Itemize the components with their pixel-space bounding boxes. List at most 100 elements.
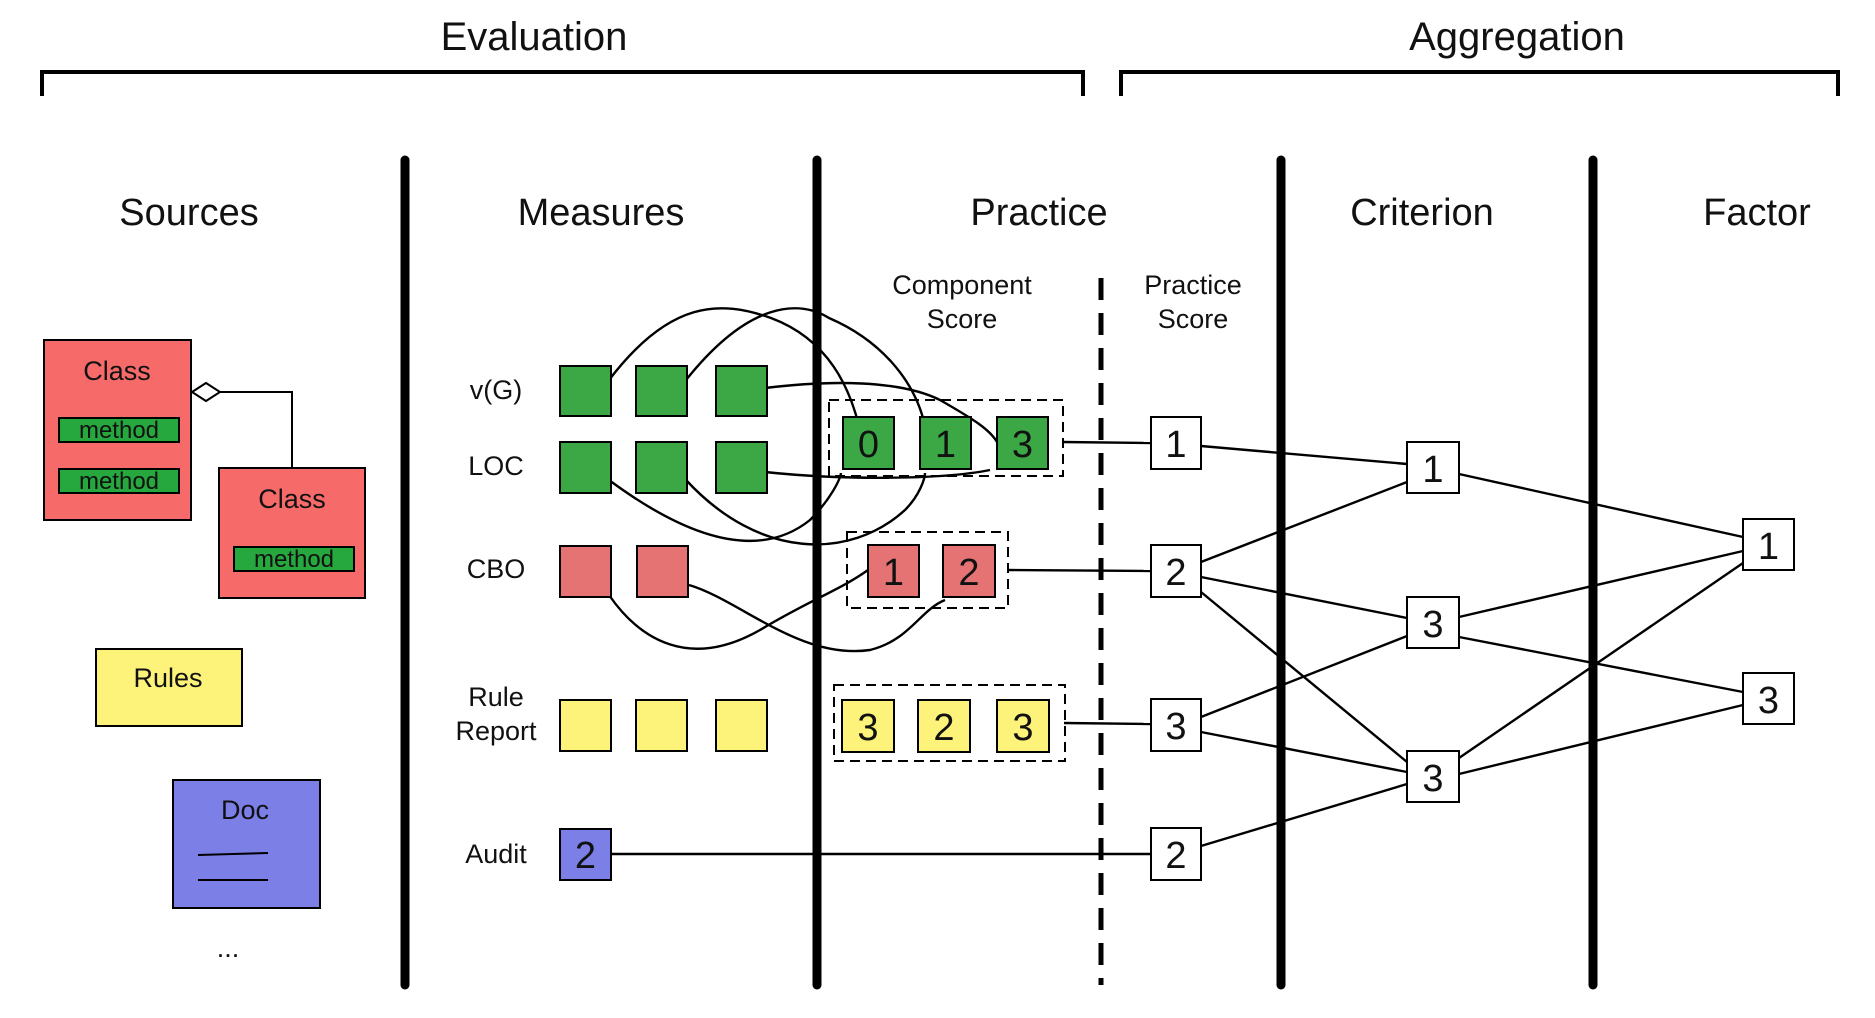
source-rules-label: Rules — [133, 663, 202, 693]
wire-cbo-to-component — [608, 569, 869, 650]
source-class-2: Class method — [218, 467, 366, 599]
measure-label-audit: Audit — [465, 839, 527, 869]
wire-vg-to-component — [685, 307, 927, 427]
wire-loc-to-component — [685, 472, 927, 546]
source-class-1-method-1: method — [79, 417, 159, 444]
component-score-value: 3 — [1012, 707, 1033, 749]
aggregation-bracket — [1119, 70, 1840, 96]
measure-box-loc — [559, 441, 612, 494]
component-group-green — [828, 399, 1064, 477]
wire-vg-to-component — [608, 307, 861, 427]
wire-practice-to-criterion — [1200, 575, 1408, 620]
aggregation-header: Aggregation — [1409, 15, 1625, 59]
criterion-score-value: 3 — [1422, 604, 1443, 646]
practice-score-value: 3 — [1165, 706, 1186, 748]
measure-box-vg — [715, 365, 768, 417]
wire-loc-to-component — [764, 468, 991, 479]
component-score-value: 2 — [958, 552, 979, 594]
practice-score-value: 1 — [1165, 424, 1186, 466]
component-score-value: 3 — [857, 707, 878, 749]
criterion-score-box — [1406, 441, 1460, 494]
measure-label-rule-report-line1: Rule — [468, 682, 524, 712]
component-score-box-yellow — [841, 699, 895, 753]
source-doc: Doc — [172, 779, 321, 909]
component-score-value: 3 — [1012, 424, 1033, 466]
measure-box-cbo — [559, 545, 612, 598]
measure-box-rule-report — [715, 699, 768, 752]
measure-boxes — [559, 365, 768, 881]
factor-score-value: 1 — [1758, 526, 1779, 568]
component-score-header-line1: Component — [892, 270, 1032, 300]
practice-score-boxes — [1150, 416, 1202, 881]
wire-criterion-to-factor — [1458, 549, 1744, 619]
source-class-1-title: Class — [83, 356, 151, 386]
factor-score-box — [1742, 672, 1795, 725]
wire-practice-to-criterion — [1200, 444, 1408, 466]
source-class-2-method-1: method — [254, 546, 334, 573]
wire-criterion-to-factor — [1458, 635, 1744, 694]
wire-yellow-group-to-practice — [1063, 721, 1152, 726]
component-group-yellow — [833, 684, 1066, 762]
measure-label-vg: v(G) — [470, 375, 522, 405]
column-title-practice: Practice — [970, 192, 1107, 234]
evaluation-bracket — [40, 70, 1085, 96]
measure-box-loc — [635, 441, 688, 494]
column-title-factor: Factor — [1703, 192, 1811, 234]
factor-score-value: 3 — [1758, 680, 1779, 722]
practice-score-value: 2 — [1165, 552, 1186, 594]
component-score-value: 0 — [858, 424, 879, 466]
component-score-box-green — [842, 416, 895, 470]
aggregation-diamond-icon — [190, 381, 222, 403]
component-score-value: 1 — [883, 552, 904, 594]
source-doc-label: Doc — [221, 795, 269, 825]
component-score-box-yellow — [996, 699, 1050, 753]
measure-box-rule-report — [559, 699, 612, 752]
wire-practice-to-criterion — [1200, 782, 1408, 848]
source-more-ellipsis: ... — [217, 933, 240, 963]
component-score-header-line2: Score — [927, 304, 998, 334]
wire-criterion-to-factor — [1458, 562, 1744, 759]
wire-loc-to-component — [608, 472, 843, 542]
practice-score-box — [1150, 698, 1202, 752]
component-score-value: 2 — [933, 707, 954, 749]
measure-box-loc — [715, 441, 768, 494]
component-score-box-yellow — [917, 699, 971, 753]
source-rules: Rules — [95, 648, 243, 727]
measure-box-cbo — [636, 545, 689, 598]
practice-score-box — [1150, 416, 1202, 470]
measure-box-vg — [635, 365, 688, 417]
wire-practice-to-criterion — [1200, 730, 1408, 774]
criterion-score-value: 1 — [1422, 449, 1443, 491]
component-score-box-green — [919, 416, 972, 470]
wire-vg-to-component — [764, 381, 999, 443]
measure-box-vg — [559, 365, 612, 417]
column-title-sources: Sources — [119, 192, 258, 234]
criterion-score-box — [1406, 596, 1460, 649]
evaluation-header: Evaluation — [441, 15, 628, 59]
wire-red-group-to-practice — [1006, 568, 1152, 573]
practice-score-header-line2: Score — [1158, 304, 1229, 334]
wire-criterion-to-factor — [1458, 472, 1744, 539]
practice-score-box — [1150, 544, 1202, 598]
wire-criterion-to-factor — [1458, 703, 1744, 776]
component-score-box-red — [942, 544, 996, 598]
wires — [608, 307, 1744, 856]
doc-line-1 — [197, 852, 269, 856]
source-class-1-method-2: method — [79, 468, 159, 495]
measure-label-cbo: CBO — [467, 554, 526, 584]
component-group-red — [846, 531, 1009, 609]
measure-label-rule-report-line2: Report — [455, 716, 537, 746]
component-score-boxes — [841, 416, 1050, 753]
aggregation-link — [206, 391, 293, 468]
measure-box-rule-report — [635, 699, 688, 752]
source-class-2-title: Class — [258, 484, 326, 514]
wire-cbo-to-component — [688, 583, 946, 653]
practice-score-header-line1: Practice — [1144, 270, 1242, 300]
measure-box-audit — [559, 828, 612, 881]
criterion-score-value: 3 — [1422, 758, 1443, 800]
source-class-1: Class method method — [43, 339, 192, 521]
wire-practice-to-criterion — [1200, 480, 1408, 564]
measure-audit-value: 2 — [575, 835, 596, 877]
criterion-score-boxes — [1406, 441, 1460, 803]
